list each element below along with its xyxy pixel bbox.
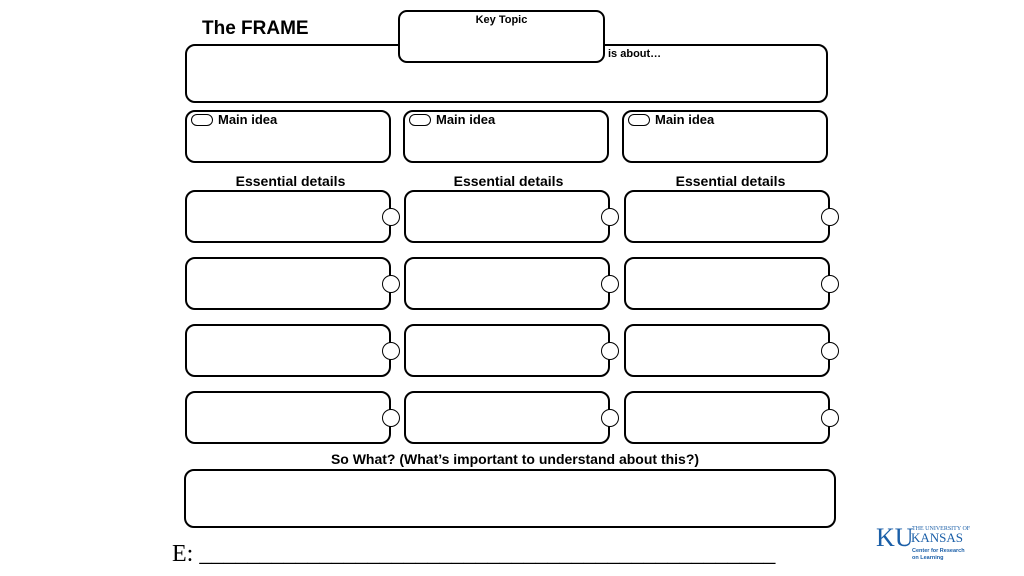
connector-circle-icon: [821, 342, 839, 360]
ku-logo-line1: THE UNIVERSITY OF: [912, 526, 971, 532]
connector-circle-icon: [382, 275, 400, 293]
connector-circle-icon: [821, 409, 839, 427]
detail-box[interactable]: [185, 324, 391, 377]
ku-logo: KU THE UNIVERSITY OF KANSAS Center for R…: [876, 522, 972, 562]
detail-box[interactable]: [185, 257, 391, 310]
connector-circle-icon: [382, 409, 400, 427]
essential-details-heading-3: Essential details: [675, 173, 786, 189]
main-idea-label: Main idea: [436, 112, 496, 127]
detail-box[interactable]: [624, 324, 830, 377]
main-idea-box-1[interactable]: Main idea: [185, 110, 391, 163]
connector-circle-icon: [382, 208, 400, 226]
detail-box[interactable]: [404, 257, 610, 310]
frame-title: The FRAME: [202, 18, 309, 39]
connector-circle-icon: [382, 342, 400, 360]
is-about-label: is about…: [608, 48, 662, 60]
connector-circle-icon: [601, 342, 619, 360]
detail-box[interactable]: [185, 391, 391, 444]
so-what-box[interactable]: [184, 469, 836, 528]
ku-logo-line2: KANSAS: [911, 530, 963, 545]
ku-logo-graphic: KU THE UNIVERSITY OF KANSAS Center for R…: [876, 523, 971, 561]
detail-box[interactable]: [624, 190, 830, 243]
main-idea-pill-icon: [628, 114, 650, 126]
detail-box[interactable]: [404, 391, 610, 444]
connector-circle-icon: [821, 208, 839, 226]
ku-logo-line4: on Learning: [912, 555, 943, 561]
e-line: E: _____________________________________…: [172, 541, 776, 567]
connector-circle-icon: [601, 208, 619, 226]
main-idea-label: Main idea: [218, 112, 278, 127]
ku-logo-letters: KU: [876, 523, 914, 552]
connector-circle-icon: [821, 275, 839, 293]
detail-box[interactable]: [624, 391, 830, 444]
detail-box[interactable]: [624, 257, 830, 310]
main-idea-box-3[interactable]: Main idea: [622, 110, 828, 163]
main-idea-pill-icon: [191, 114, 213, 126]
main-idea-label: Main idea: [655, 112, 715, 127]
connector-circle-icon: [601, 275, 619, 293]
detail-box[interactable]: [185, 190, 391, 243]
ku-logo-line3: Center for Research: [912, 548, 965, 554]
main-idea-box-2[interactable]: Main idea: [403, 110, 609, 163]
key-topic-box[interactable]: Key Topic: [398, 10, 605, 63]
detail-box[interactable]: [404, 190, 610, 243]
key-topic-label: Key Topic: [475, 14, 528, 26]
main-idea-pill-icon: [409, 114, 431, 126]
connector-circle-icon: [601, 409, 619, 427]
essential-details-heading-1: Essential details: [235, 173, 346, 189]
so-what-label: So What? (What’s important to understand…: [330, 451, 700, 467]
essential-details-heading-2: Essential details: [453, 173, 564, 189]
detail-box[interactable]: [404, 324, 610, 377]
